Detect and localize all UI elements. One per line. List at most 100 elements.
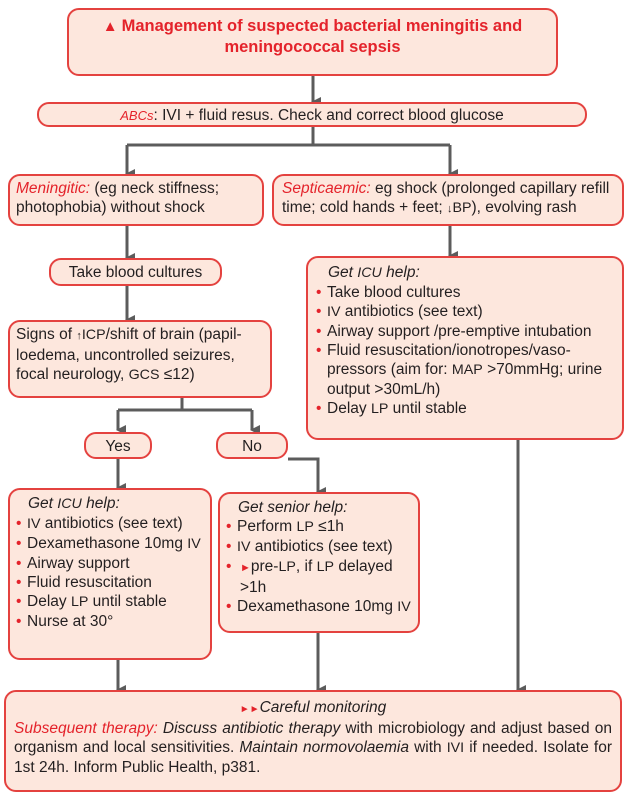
- yes-icu-heading: Get ICU help:: [16, 494, 204, 514]
- list-item: Delay LP until stable: [16, 592, 204, 612]
- yes-label: Yes: [105, 438, 131, 455]
- icp-abbr: ICP: [81, 327, 106, 343]
- no-label: No: [242, 438, 262, 455]
- connector-abcs-split: [127, 126, 450, 147]
- iv-abbr: IV: [27, 516, 41, 532]
- list-item: Delay LP until stable: [316, 399, 614, 419]
- map-abbr: MAP: [451, 362, 483, 378]
- abcs-label: ABCs: [120, 108, 154, 123]
- arrow-no-to-senior: [288, 457, 326, 497]
- list-item: Take blood cultures: [316, 283, 614, 302]
- gcs-abbr: GCS: [128, 367, 160, 383]
- connector-signs-split: [118, 398, 252, 412]
- septicaemic-box: Septicaemic: eg shock (prolonged capilla…: [272, 174, 624, 226]
- septicaemic-label: Septicaemic:: [282, 180, 371, 197]
- abcs-box: ABCs: IVI + fluid resus. Check and corre…: [37, 102, 587, 127]
- title-box: ▲Management of suspected bacterial menin…: [67, 8, 558, 76]
- title-text: Management of suspected bacterial mening…: [121, 17, 523, 56]
- final-em2: Maintain normovolaemia: [239, 739, 409, 756]
- up-arrow-icon: ↑: [76, 330, 82, 342]
- senior-item-3c: delayed >1h: [240, 558, 393, 596]
- list-item: IV antibiotics (see text): [316, 302, 614, 322]
- blood-cultures-box: Take blood cultures: [49, 258, 222, 286]
- monitoring-heading-text: Careful monitoring: [259, 699, 387, 716]
- meningitic-box: Meningitic: (eg neck stiffness; photopho…: [8, 174, 264, 226]
- list-item: IV antibiotics (see text): [226, 537, 412, 557]
- meningitic-text: (eg neck stiffness; photophobia) without…: [16, 180, 220, 216]
- list-item: Airway support: [16, 554, 204, 573]
- senior-item-2: antibiotics (see text): [250, 538, 393, 555]
- list-item: Fluid resuscitation: [16, 573, 204, 592]
- yes-item-1: antibiotics (see text): [40, 515, 183, 532]
- septicaemic-icu-list: Take blood cultures IV antibiotics (see …: [316, 283, 614, 419]
- careful-monitoring-box: ►►Careful monitoring Subsequent therapy:…: [4, 690, 622, 792]
- iv-abbr: IV: [397, 599, 411, 615]
- icu-abbr: ICU: [357, 265, 382, 281]
- list-item: Perform LP ≤1h: [226, 517, 412, 537]
- septicaemic-icu-heading: Get ICU help:: [316, 263, 614, 283]
- signs-icp-box: Signs of ↑ICP/shift of brain (papil-loed…: [8, 320, 272, 398]
- senior-item-3b: , if: [295, 558, 317, 575]
- yes-icu-help-box: Get ICU help: IV antibiotics (see text) …: [8, 488, 212, 660]
- senior-item-3a: pre-: [250, 558, 279, 575]
- list-item: Fluid resuscitation/ionotropes/vaso-pres…: [316, 341, 614, 399]
- sept-heading-a: Get: [328, 264, 358, 281]
- iv-abbr: IV: [237, 539, 251, 555]
- lp-abbr: LP: [296, 519, 314, 535]
- yes-item-2: Dexamethasone 10mg: [27, 535, 188, 552]
- subsequent-therapy-label: Subsequent therapy:: [14, 720, 158, 737]
- subsequent-therapy-text: Subsequent therapy: Discuss antibiotic t…: [14, 719, 612, 777]
- lp-abbr: LP: [370, 401, 389, 417]
- double-arrow-icon: ►►: [239, 704, 260, 715]
- septicaemic-text-a: eg shock (prolonged capillary refill tim…: [282, 180, 610, 216]
- sub-item: ►pre-LP, if LP delayed >1h: [226, 557, 412, 597]
- senior-item-1a: Perform: [237, 518, 297, 535]
- iv-abbr: IV: [327, 304, 341, 320]
- list-item: Dexamethasone 10mg IV: [16, 534, 204, 554]
- sept-item-1: Take blood cultures: [327, 284, 461, 301]
- final-t3: with: [409, 739, 447, 756]
- final-t4: if needed. Isolate for 1st 24h. Inform P…: [14, 739, 612, 776]
- no-box: No: [216, 432, 288, 459]
- signs-text-a: Signs of: [16, 326, 77, 343]
- senior-item-4: Dexamethasone 10mg: [237, 598, 398, 615]
- list-item: IV antibiotics (see text): [16, 514, 204, 534]
- signs-text-c: ≤12): [159, 366, 195, 383]
- yes-item-3: Airway support: [27, 555, 130, 572]
- lp-abbr: LP: [278, 559, 296, 575]
- bp-abbr: BP: [452, 200, 472, 216]
- icu-abbr: ICU: [57, 496, 82, 512]
- septicaemic-icu-help-box: Get ICU help: Take blood cultures IV ant…: [306, 256, 624, 440]
- yes-item-6: Nurse at 30°: [27, 613, 114, 630]
- yes-item-5a: Delay: [27, 593, 71, 610]
- final-em1: Discuss antibiotic therapy: [162, 720, 341, 737]
- septicaemic-text-b: ), evolving rash: [471, 199, 577, 216]
- lp-abbr: LP: [70, 594, 89, 610]
- yes-heading-b: help:: [81, 495, 120, 512]
- ivi-abbr: IVI: [446, 740, 465, 756]
- sept-item-4b: >70mmHg; urine output >30mL/h): [327, 361, 603, 398]
- sept-item-5a: Delay: [327, 400, 371, 417]
- yes-icu-list: IV antibiotics (see text) Dexamethasone …: [16, 514, 204, 631]
- yes-heading-a: Get: [28, 495, 58, 512]
- senior-help-heading: Get senior help:: [238, 499, 348, 516]
- sept-heading-b: help:: [381, 264, 420, 281]
- list-item: Dexamethasone 10mg IV: [226, 597, 412, 617]
- iv-abbr: IV: [187, 536, 201, 552]
- final-t2: with microbiology and adjust based on or…: [14, 720, 612, 756]
- blood-cultures-text: Take blood cultures: [68, 264, 203, 281]
- abcs-text: : IVI + fluid resus. Check and correct b…: [153, 107, 504, 124]
- meningitic-label: Meningitic:: [16, 180, 91, 197]
- yes-item-4: Fluid resuscitation: [27, 574, 152, 591]
- senior-help-box: Get senior help: Perform LP ≤1h IV antib…: [218, 492, 420, 633]
- yes-box: Yes: [84, 432, 152, 459]
- lp-abbr: LP: [316, 559, 335, 575]
- sept-item-4a: Fluid resuscitation/ionotropes/vaso-pres…: [327, 342, 571, 378]
- down-arrow-icon: ↓: [447, 203, 453, 215]
- signs-text-b: /shift of brain (papil-loedema, uncontro…: [16, 326, 242, 383]
- pointer-icon: ►: [240, 562, 251, 574]
- sept-item-2: antibiotics (see text): [340, 303, 483, 320]
- sept-item-5b: until stable: [388, 400, 467, 417]
- monitoring-heading: ►►Careful monitoring: [14, 698, 612, 719]
